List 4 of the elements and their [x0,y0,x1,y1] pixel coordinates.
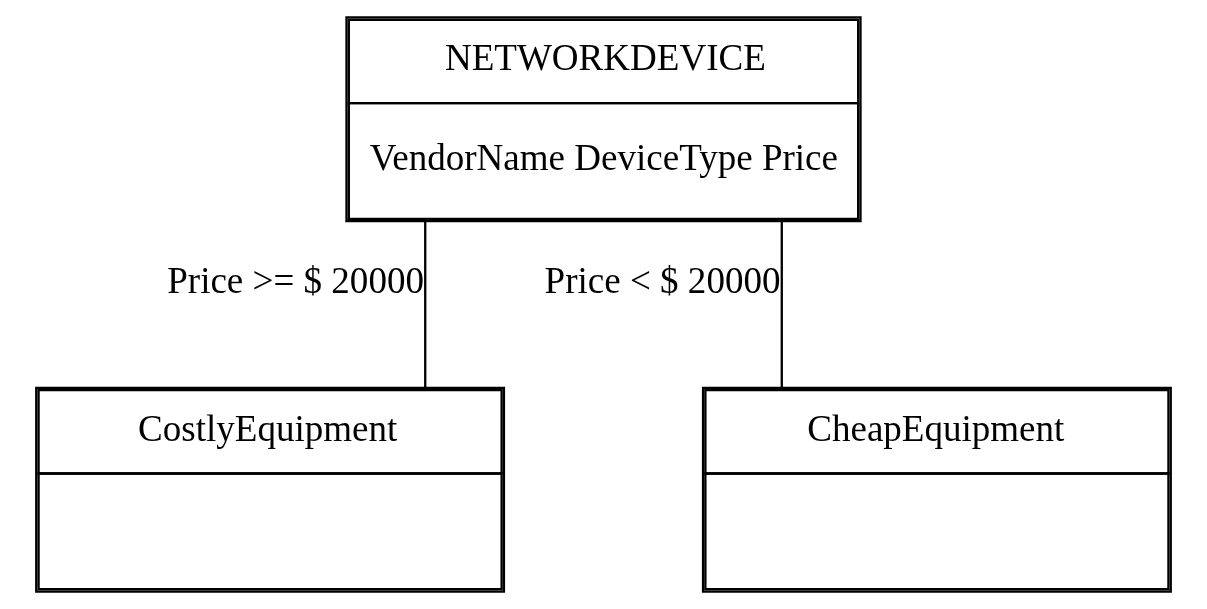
connector [780,221,783,388]
edge-label: Price >= $ 20000 [167,259,424,301]
edge-label: Price < $ 20000 [544,259,781,301]
connector [424,221,427,388]
